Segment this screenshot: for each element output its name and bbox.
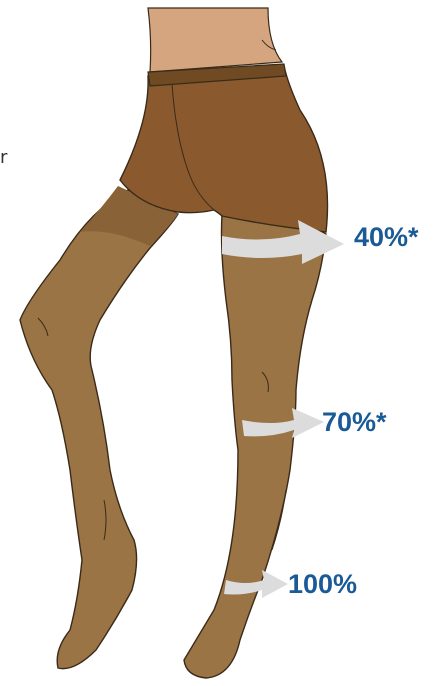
knee-compression-label: 70%* bbox=[322, 407, 387, 437]
right-leg bbox=[184, 214, 326, 678]
edge-text-fragment: r bbox=[0, 147, 8, 168]
ankle-compression-label: 100% bbox=[288, 569, 357, 599]
thigh-compression-label: 40%* bbox=[354, 222, 419, 252]
left-leg bbox=[20, 190, 178, 669]
torso-skin bbox=[148, 8, 282, 72]
